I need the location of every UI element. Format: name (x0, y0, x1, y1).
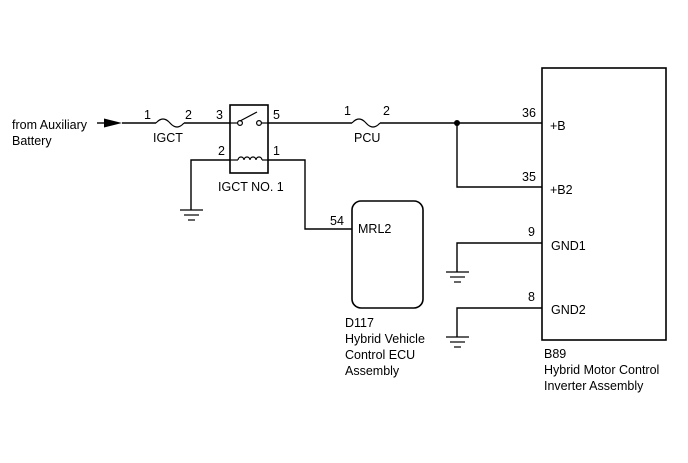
ecu-terminal-mrl2: MRL2 (358, 222, 391, 236)
inverter-pin-8: 8 (528, 290, 535, 304)
wire-junction-plus-b2 (456, 123, 542, 188)
relay-coil-icon (237, 156, 263, 161)
inverter-terminal-plus-b: +B (550, 119, 566, 133)
relay-pin-1: 1 (273, 144, 280, 158)
fuse-pcu-pin-out: 2 (383, 104, 390, 118)
gnd2-ground-icon (446, 336, 469, 348)
fuse-igct: 1 2 IGCT (144, 108, 192, 145)
relay-box (229, 104, 269, 174)
relay-pin-2: 2 (218, 144, 225, 158)
ecu-name-line1: Hybrid Vehicle (345, 332, 425, 346)
relay-ground-icon (180, 209, 203, 221)
inverter-code: B89 (544, 347, 566, 361)
wire-relay-ecu (268, 159, 352, 230)
fuse-igct-label: IGCT (153, 131, 183, 145)
wire-gnd1 (456, 242, 542, 272)
inverter-pin-36: 36 (522, 106, 536, 120)
source-label-line2: Battery (12, 134, 52, 148)
source-arrow-icon (104, 118, 122, 128)
relay-pin-3: 3 (216, 108, 223, 122)
battery-source: from Auxiliary Battery (12, 118, 122, 148)
fuse-pcu-label: PCU (354, 131, 380, 145)
fuse-pcu: 1 2 PCU (344, 104, 390, 145)
inverter-terminal-gnd2: GND2 (551, 303, 586, 317)
wire-relay-ground (190, 159, 230, 210)
inverter-box (541, 67, 667, 341)
relay-switch-icon (239, 111, 258, 122)
fuse-igct-icon (155, 118, 185, 128)
relay-pin-5: 5 (273, 108, 280, 122)
inverter-b89: 36 +B 35 +B2 9 GND1 8 GND2 B89 Hybrid Mo… (522, 67, 667, 393)
fuse-pcu-pin-in: 1 (344, 104, 351, 118)
ecu-pin-54: 54 (330, 214, 344, 228)
ecu-name-line3: Assembly (345, 364, 400, 378)
fuse-igct-pin-in: 1 (144, 108, 151, 122)
ecu-d117: 54 MRL2 D117 Hybrid Vehicle Control ECU … (330, 200, 425, 378)
relay-igct-no1: 3 5 2 1 IGCT NO. 1 (216, 104, 284, 194)
wire-gnd2 (456, 307, 542, 337)
inverter-name-line1: Hybrid Motor Control (544, 363, 659, 377)
ecu-box (351, 200, 424, 309)
inverter-terminal-plus-b2: +B2 (550, 183, 573, 197)
fuse-pcu-icon (351, 118, 381, 128)
inverter-pin-9: 9 (528, 225, 535, 239)
ecu-code: D117 (345, 316, 374, 330)
source-label-line1: from Auxiliary (12, 118, 88, 132)
gnd1-ground-icon (446, 271, 469, 283)
inverter-pin-35: 35 (522, 170, 536, 184)
ecu-name-line2: Control ECU (345, 348, 415, 362)
fuse-igct-pin-out: 2 (185, 108, 192, 122)
inverter-name-line2: Inverter Assembly (544, 379, 644, 393)
inverter-terminal-gnd1: GND1 (551, 239, 586, 253)
relay-label: IGCT NO. 1 (218, 180, 284, 194)
